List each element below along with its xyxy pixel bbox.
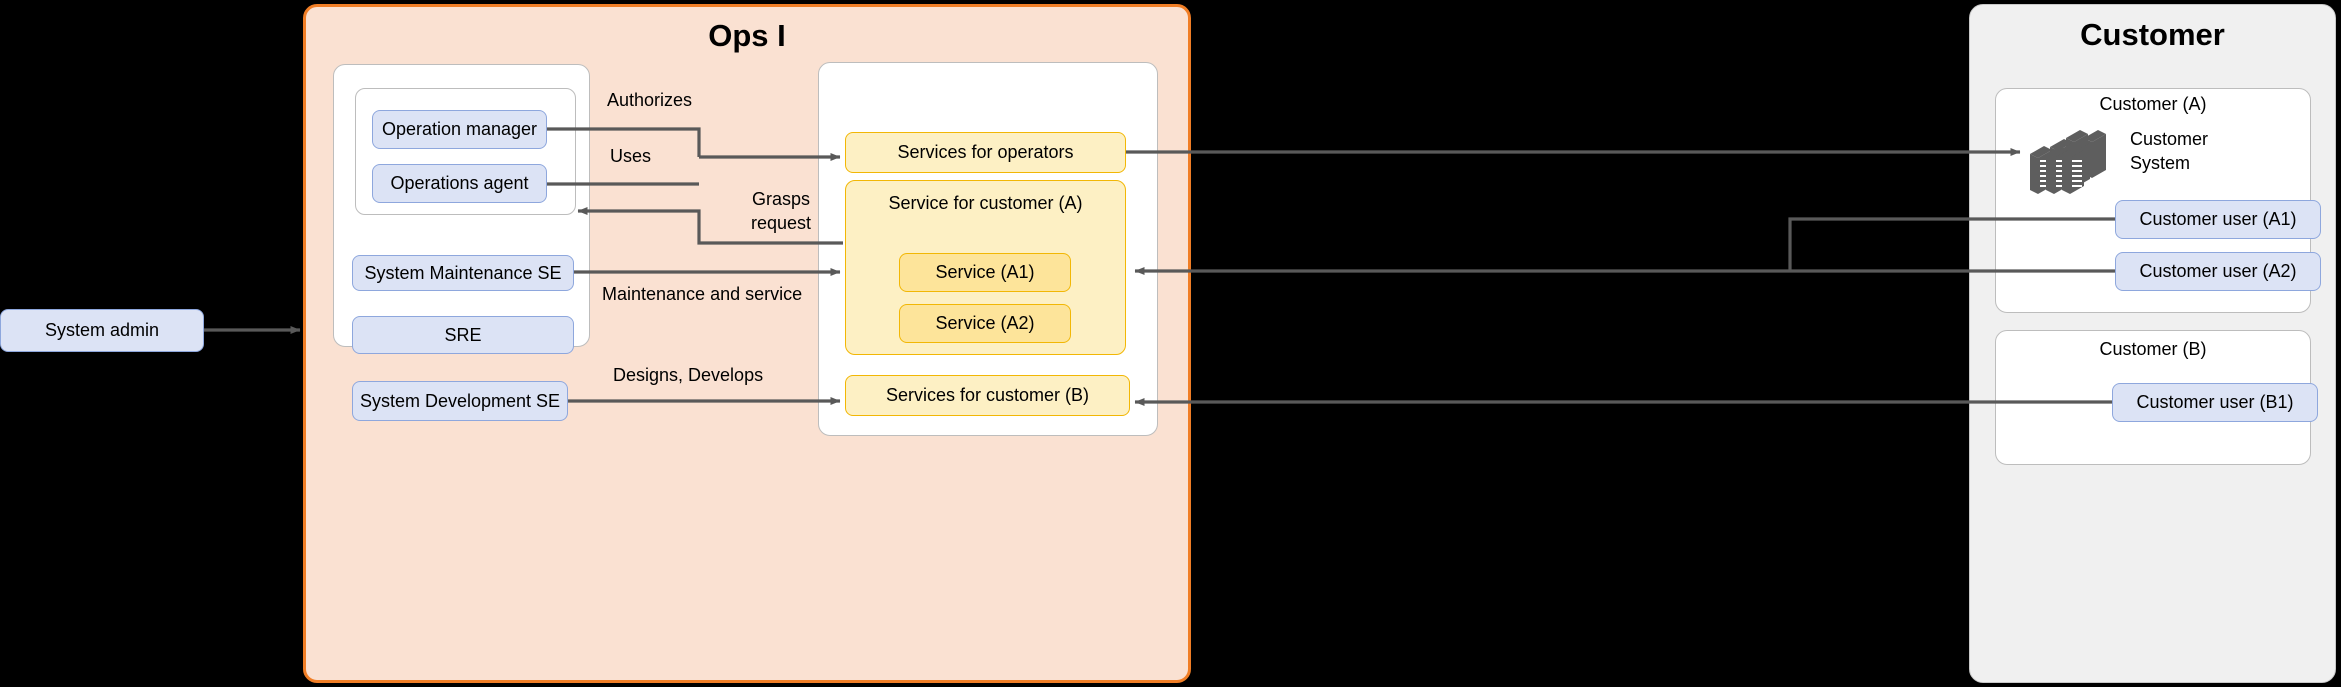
edge-label-maintenance-and-service: Maintenance and service bbox=[602, 284, 803, 304]
node-operations-agent[interactable]: Operations agent bbox=[372, 164, 547, 203]
edge-label-grasps-request: Grasps request bbox=[727, 187, 835, 235]
customer-system-label-line1: Customer bbox=[2130, 129, 2209, 149]
node-customer-user-a2[interactable]: Customer user (A2) bbox=[2115, 252, 2321, 291]
ops-zone-title: Ops I bbox=[708, 18, 786, 53]
node-sre[interactable]: SRE bbox=[352, 316, 574, 354]
node-system-maintenance-se[interactable]: System Maintenance SE bbox=[352, 255, 574, 291]
node-service-a1[interactable]: Service (A1) bbox=[899, 253, 1071, 292]
node-services-for-customer-b[interactable]: Services for customer (B) bbox=[845, 375, 1130, 416]
customer-a-group-label: Customer (A) bbox=[2099, 94, 2207, 114]
server-farm-icon bbox=[2030, 130, 2106, 194]
edge-label-designs-develops: Designs, Develops bbox=[613, 365, 764, 385]
edge-label-grasps-request-line2: request bbox=[750, 213, 812, 233]
edge-label-grasps-request-line1: Grasps bbox=[751, 189, 811, 209]
node-operation-manager[interactable]: Operation manager bbox=[372, 110, 547, 149]
node-system-development-se[interactable]: System Development SE bbox=[352, 381, 568, 421]
node-service-a2[interactable]: Service (A2) bbox=[899, 304, 1071, 343]
customer-zone-title: Customer bbox=[2080, 17, 2225, 52]
node-customer-user-b1[interactable]: Customer user (B1) bbox=[2112, 383, 2318, 422]
customer-system-label: Customer System bbox=[2130, 127, 2240, 177]
edge-label-authorizes: Authorizes bbox=[607, 90, 693, 110]
node-customer-user-a1[interactable]: Customer user (A1) bbox=[2115, 200, 2321, 239]
node-services-for-operators[interactable]: Services for operators bbox=[845, 132, 1126, 173]
group-service-for-customer-a-label: Service for customer (A) bbox=[888, 192, 1083, 213]
customer-b-group-label: Customer (B) bbox=[2099, 339, 2207, 359]
node-system-admin[interactable]: System admin bbox=[0, 309, 204, 352]
customer-system-label-line2: System bbox=[2130, 153, 2191, 173]
edge-label-uses: Uses bbox=[610, 146, 652, 166]
